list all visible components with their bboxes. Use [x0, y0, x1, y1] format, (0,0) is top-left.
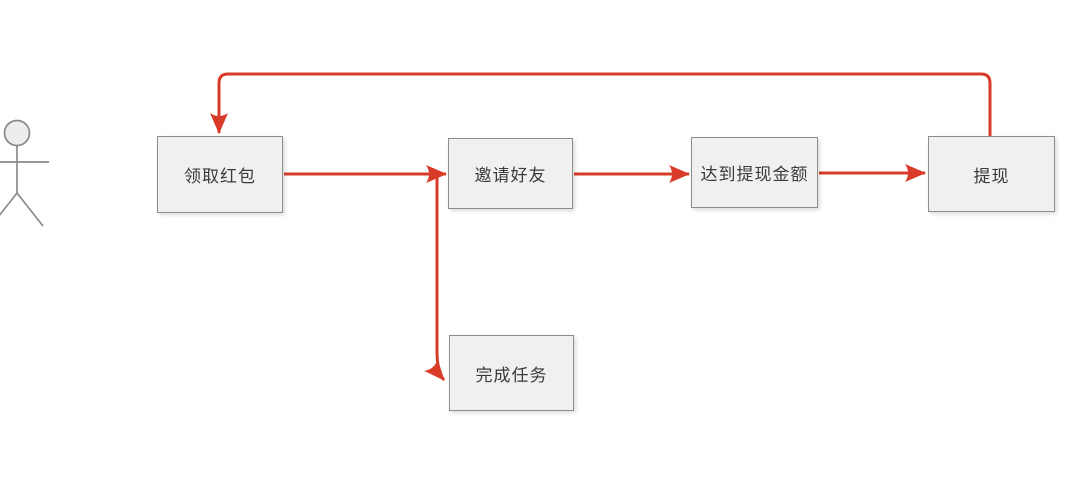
actor-left-leg: [0, 192, 18, 216]
edge-withdraw-loop-to-receive: [210, 72, 992, 136]
node-reach-withdrawal-amount: 达到提现金额: [691, 137, 818, 208]
stick-figure-actor-icon: [0, 119, 49, 227]
actor-head: [3, 119, 31, 147]
node-withdraw: 提现: [928, 136, 1055, 212]
node-invite-friends: 邀请好友: [448, 138, 573, 209]
edge-receive-to-complete-tasks: [424, 176, 446, 381]
node-complete-tasks: 完成任务: [449, 335, 574, 411]
node-receive-red-packet: 领取红包: [157, 136, 283, 213]
actor-right-leg: [16, 192, 44, 227]
